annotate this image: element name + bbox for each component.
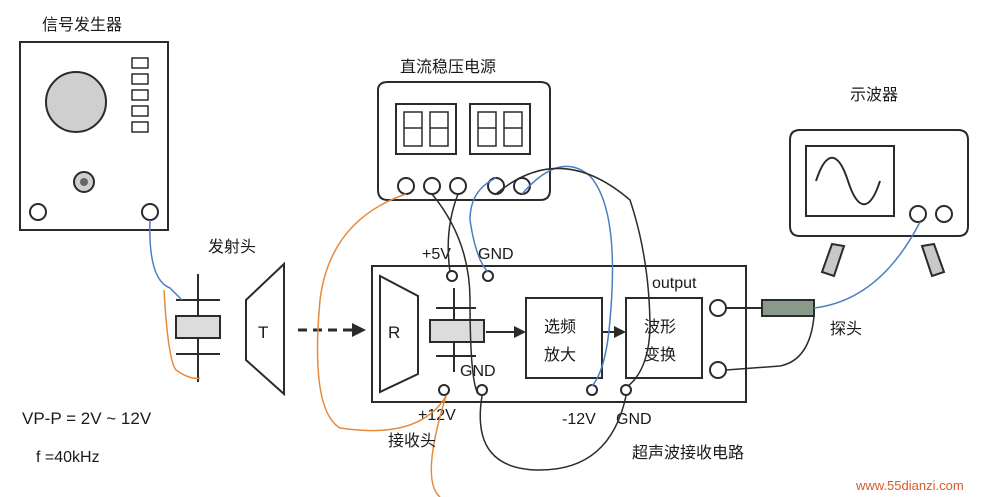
signal-generator-dial [45, 71, 107, 133]
signal-generator-terminal-left [29, 203, 47, 221]
select-amp-line2: 放大 [544, 345, 576, 364]
wire-gen-to-transmitter-orange [163, 289, 201, 380]
vpp-parameter: VP-P = 2V ~ 12V [22, 409, 152, 428]
probe-body [761, 299, 815, 317]
pin-plus12 [438, 384, 450, 396]
receiver-crystal [429, 319, 485, 343]
transmitter-head: T [175, 261, 285, 397]
receiver-circuit-board: R 选频 放大 波形 变换 [371, 265, 747, 403]
r-block-horn [379, 274, 419, 394]
oscilloscope-leg-left [820, 242, 846, 278]
r-block-label: R [388, 323, 400, 342]
oscilloscope [789, 129, 969, 278]
arrowhead-to-select-amp [514, 326, 526, 338]
oscilloscope-label: 示波器 [850, 85, 898, 104]
arrowhead-to-waveform [614, 326, 626, 338]
dc-power-terminal-1 [397, 177, 415, 195]
watermark: www.55dianzi.com [855, 478, 964, 493]
oscilloscope-terminal-left [909, 205, 927, 223]
signal-generator-button-5 [131, 121, 149, 133]
signal-generator-button-2 [131, 73, 149, 85]
label-gnd-bottom: GND [460, 363, 496, 380]
label-gnd-top: GND [478, 246, 514, 263]
ultrasound-arrowhead [352, 323, 366, 337]
select-amp-block [525, 297, 603, 379]
waveform-line1: 波形 [644, 317, 676, 336]
frequency-parameter: f =40kHz [36, 449, 100, 466]
wires [149, 165, 921, 497]
signal-generator-button-1 [131, 57, 149, 69]
t-block-label: T [258, 323, 268, 342]
probe-label: 探头 [830, 319, 862, 338]
wire-power-to-minus12-blue [521, 165, 614, 387]
wire-plus12-tail [430, 395, 447, 497]
pin-gnd-top [482, 270, 494, 282]
signal-generator-button-3 [131, 89, 149, 101]
waveform-block [625, 297, 703, 379]
dc-power-terminal-2 [423, 177, 441, 195]
label-gnd-right: GND [616, 411, 652, 428]
t-block-horn [245, 261, 285, 397]
pin-plus5 [446, 270, 458, 282]
wire-gnd-loop-black [479, 395, 627, 471]
label-plus5: +5V [422, 246, 451, 263]
signal-generator-knob-center [80, 178, 88, 186]
dc-power-digits-left [403, 111, 449, 147]
pin-minus12 [586, 384, 598, 396]
wire-gen-to-transmitter-blue [149, 219, 183, 301]
label-plus12: +12V [418, 407, 456, 424]
oscilloscope-leg-right [920, 242, 946, 278]
wire-power-to-gndright [495, 167, 651, 387]
circuit-label: 超声波接收电路 [632, 443, 744, 462]
wire-power-to-gndtop-blue [469, 177, 497, 273]
wire-probe-to-scope [813, 221, 921, 309]
pin-gnd-right [620, 384, 632, 396]
label-minus12: -12V [562, 411, 596, 428]
wire-probe-ground [725, 315, 815, 371]
receiver-head-label: 接收头 [388, 431, 436, 450]
oscilloscope-terminal-right [935, 205, 953, 223]
label-output: output [652, 275, 697, 292]
wire-power-to-plus5 [447, 193, 459, 273]
signal-generator [19, 41, 169, 231]
dc-power-digits-right [477, 111, 523, 147]
transmitter-label: 发射头 [208, 237, 256, 256]
waveform-line2: 变换 [644, 345, 676, 364]
dc-power-supply [377, 81, 551, 201]
output-terminal-bottom [709, 361, 727, 379]
oscilloscope-sine-wave [815, 157, 881, 205]
wire-power-to-plus12-orange [316, 193, 447, 432]
signal-generator-label: 信号发生器 [42, 15, 122, 34]
oscilloscope-screen [805, 145, 895, 217]
select-amp-line1: 选频 [544, 317, 576, 336]
dc-power-label: 直流稳压电源 [400, 57, 496, 76]
output-terminal-top [709, 299, 727, 317]
dc-power-terminal-3 [449, 177, 467, 195]
signal-generator-terminal-right [141, 203, 159, 221]
signal-generator-body [19, 41, 169, 231]
transmitter-crystal [175, 315, 221, 339]
signal-generator-button-4 [131, 105, 149, 117]
